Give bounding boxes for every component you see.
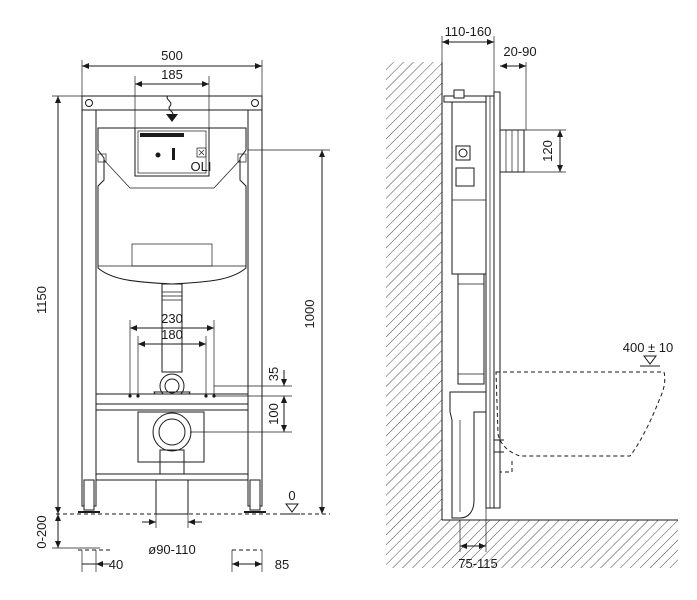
side-cistern: [451, 101, 487, 275]
dim-offset-100: 100: [266, 403, 281, 425]
frame-right-post: [247, 95, 263, 507]
dim-spacing-180: 180: [161, 327, 183, 342]
dim-plate-185: 185: [161, 67, 183, 82]
dim-foot-40: 40: [109, 557, 123, 572]
foot-right: [249, 479, 261, 511]
foot-left: [83, 479, 95, 511]
frame-left-post: [81, 95, 97, 507]
side-view: 110-160 20-90 120 400 ± 10 75-115: [386, 24, 678, 571]
dim-width-500: 500: [161, 48, 183, 63]
bowl-height-triangle: [643, 355, 657, 365]
dim-inlet-120: 120: [540, 140, 555, 162]
dim-outlet-range: 75-115: [458, 556, 498, 571]
dim-plate-depth: 20-90: [503, 44, 536, 59]
front-view: OLI: [34, 48, 330, 572]
waste-pipe: [155, 479, 189, 515]
bowl-height-label: 400 ± 10: [623, 340, 674, 355]
dim-spacing-230: 230: [161, 311, 183, 326]
dim-height-1150: 1150: [34, 286, 49, 314]
wall-hatch: [386, 62, 442, 568]
dim-height-1000: 1000: [302, 300, 317, 329]
wall-hung-bowl-outline: [495, 371, 666, 457]
zero-level-label: 0: [288, 488, 295, 503]
side-flush-pipe: [457, 273, 485, 385]
flush-wave-icon: [166, 95, 174, 117]
dim-foot-85: 85: [275, 557, 289, 572]
frame-bottom-bar: [95, 473, 249, 481]
dim-pipe-diameter: ø90-110: [148, 542, 195, 557]
brand-mark-text: OLI: [191, 159, 212, 174]
dim-leg-range: 0-200: [34, 515, 49, 548]
side-waste-bend: [449, 391, 487, 519]
side-front-plate: [493, 91, 501, 509]
frame-top-bar: [81, 95, 263, 111]
zero-level-triangle: [285, 503, 299, 513]
dim-offset-35: 35: [266, 367, 281, 381]
dim-wall-gap: 110-160: [445, 24, 492, 39]
